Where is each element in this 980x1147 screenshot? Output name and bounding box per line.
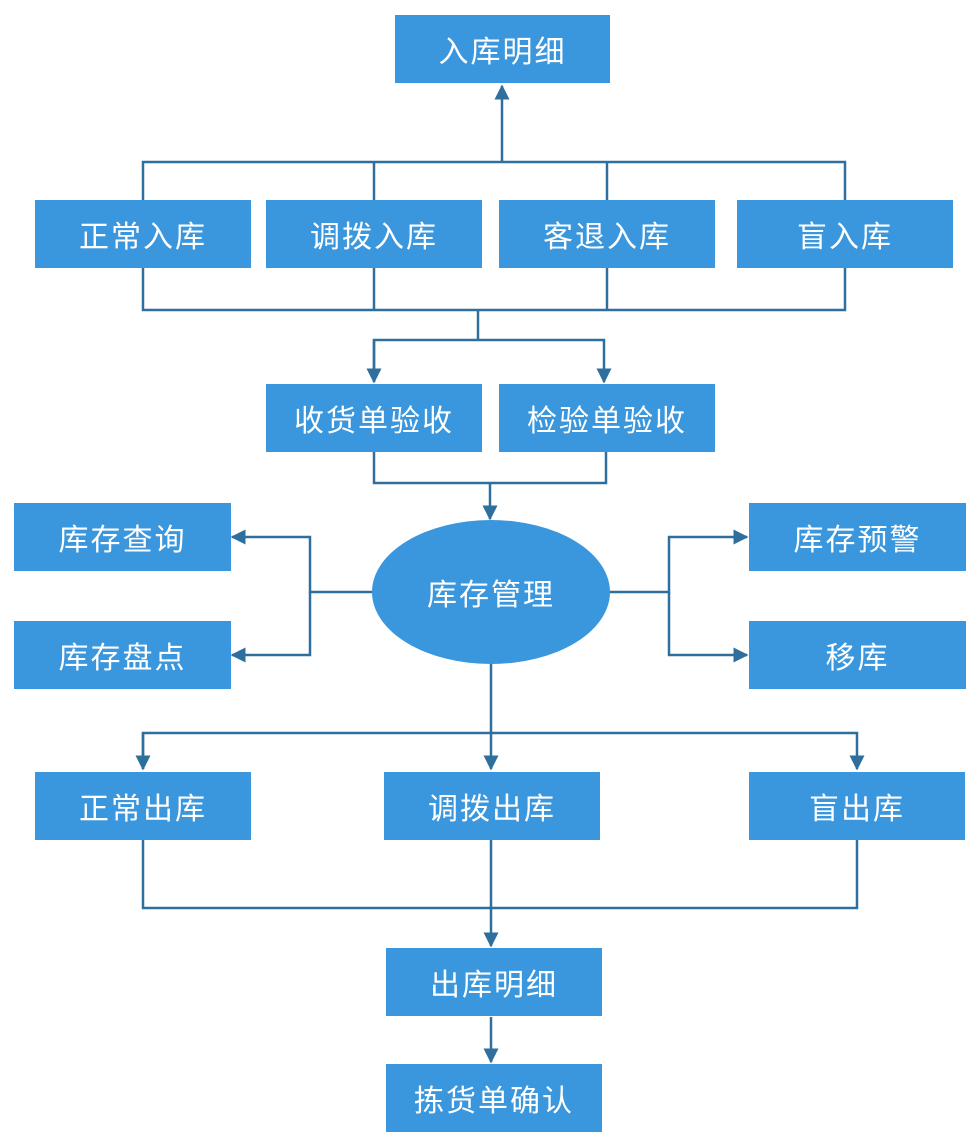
inventory-management-ellipse: 库存管理 — [372, 520, 610, 664]
inventory-query-box: 库存查询 — [14, 503, 231, 571]
inbound-bottom-bus — [141, 268, 847, 312]
inventory-alert-box: 库存预警 — [749, 503, 966, 571]
normal-outbound-box: 正常出库 — [35, 772, 251, 840]
normal-inbound-box: 正常入库 — [35, 200, 251, 268]
outbound-detail-box: 出库明细 — [386, 948, 602, 1016]
pick-list-confirm-box: 拣货单确认 — [386, 1064, 602, 1132]
transfer-outbound-box: 调拨出库 — [384, 772, 600, 840]
inbound-top-bus — [141, 160, 847, 200]
move-stock-box: 移库 — [749, 621, 966, 689]
customer-return-inbound-box: 客退入库 — [499, 200, 715, 268]
inventory-count-box: 库存盘点 — [14, 621, 231, 689]
receipt-check-box: 收货单验收 — [266, 384, 482, 452]
blind-inbound-box: 盲入库 — [737, 200, 953, 268]
inbound-detail-box: 入库明细 — [395, 15, 610, 83]
blind-outbound-box: 盲出库 — [749, 772, 965, 840]
inspection-check-box: 检验单验收 — [499, 384, 715, 452]
transfer-inbound-box: 调拨入库 — [266, 200, 482, 268]
